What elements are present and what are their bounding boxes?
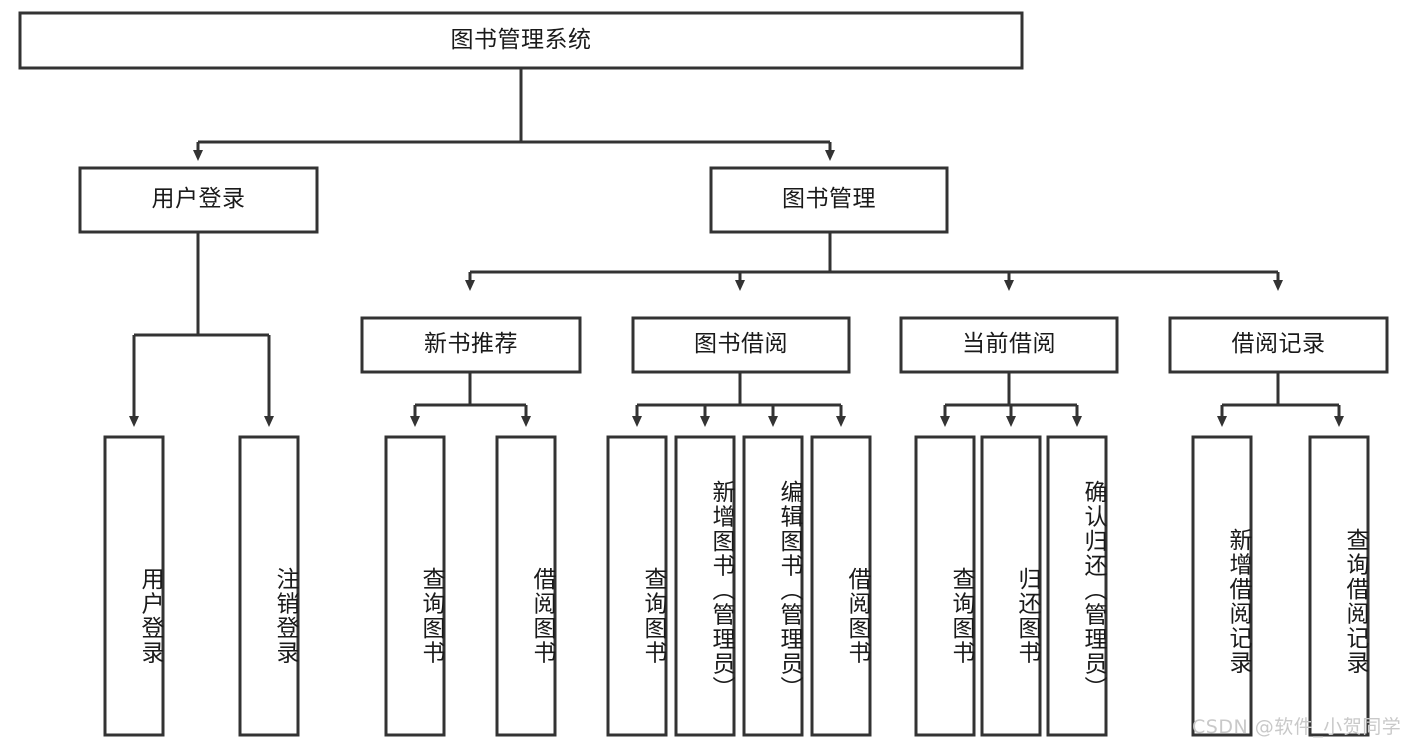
node-current-borrow[interactable] — [899, 316, 1119, 374]
connector-bookmgmt-to-level3 — [465, 232, 1283, 291]
leaf-book-borrow-3[interactable] — [810, 435, 872, 737]
node-book-borrow[interactable] — [631, 316, 851, 374]
leaf-new-book-0[interactable] — [384, 435, 446, 737]
connector-currentborrow-to-leaves — [940, 372, 1082, 427]
connector-bookborrow-to-leaves — [632, 372, 846, 427]
node-new-book-recommend[interactable] — [360, 316, 582, 374]
leaf-book-borrow-2[interactable] — [742, 435, 804, 737]
leaf-book-borrow-0[interactable] — [606, 435, 668, 737]
leaf-new-book-1[interactable] — [495, 435, 557, 737]
connector-userlogin-to-leaves — [129, 232, 274, 427]
leaf-borrow-record-1[interactable] — [1308, 435, 1370, 737]
node-book-management[interactable] — [709, 166, 949, 234]
leaf-current-borrow-2[interactable] — [1046, 435, 1108, 737]
node-user-login[interactable] — [78, 166, 319, 234]
leaf-user-login-0[interactable] — [103, 435, 165, 737]
leaf-current-borrow-1[interactable] — [980, 435, 1042, 737]
leaf-book-borrow-1[interactable] — [674, 435, 736, 737]
connector-root-to-level2 — [193, 68, 835, 161]
leaf-current-borrow-0[interactable] — [914, 435, 976, 737]
connector-borrowrecord-to-leaves — [1217, 372, 1344, 427]
node-borrow-record[interactable] — [1168, 316, 1389, 374]
leaf-user-login-1[interactable] — [238, 435, 300, 737]
connector-newbook-to-leaves — [410, 372, 531, 427]
watermark: CSDN @软件_小贺同学 — [1192, 716, 1402, 738]
leaf-borrow-record-0[interactable] — [1191, 435, 1253, 737]
node-root[interactable] — [18, 11, 1024, 70]
